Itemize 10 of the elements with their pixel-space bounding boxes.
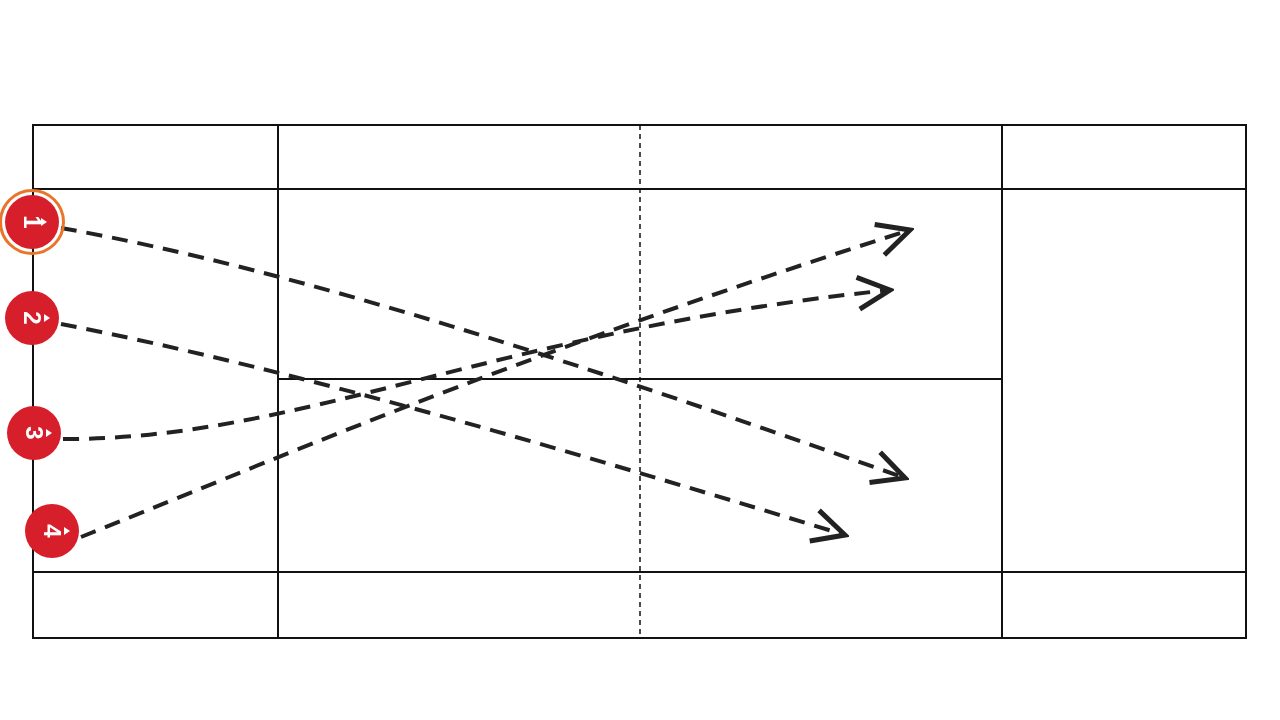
arrow (80, 222, 913, 539)
player-marker (25, 504, 79, 558)
player-number: 4 (40, 524, 64, 538)
player-marker (7, 406, 61, 460)
arrow (62, 275, 893, 441)
arrow (60, 322, 848, 544)
player-number: 3 (22, 426, 46, 440)
player-number: 2 (20, 311, 44, 325)
player-number: 1 (20, 215, 44, 229)
player-marker (5, 291, 59, 345)
